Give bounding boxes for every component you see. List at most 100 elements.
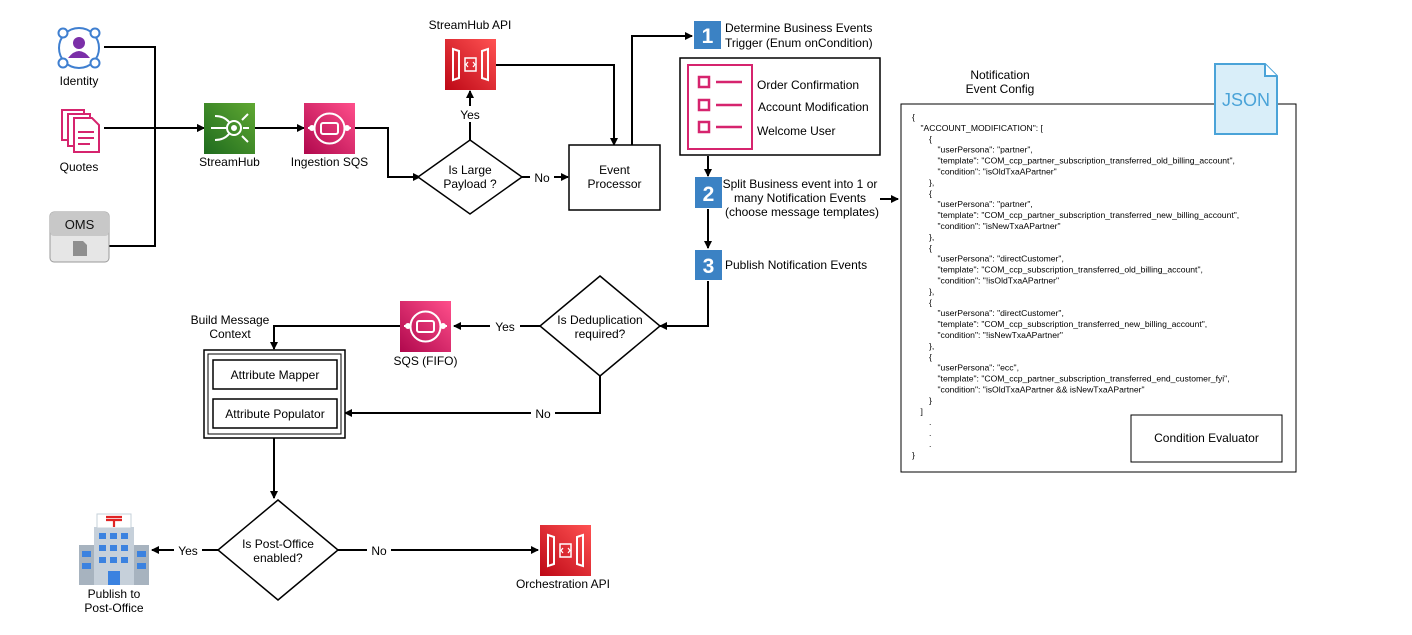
payload-label-line1: Is Large xyxy=(448,163,492,177)
checklist-icon xyxy=(697,75,742,134)
is-large-payload-decision: Is Large Payload ? xyxy=(416,139,524,215)
step-3-text: Publish Notification Events xyxy=(725,258,867,272)
event-account-modification: Account Modification xyxy=(758,100,869,114)
json-line: "ACCOUNT_MODIFICATION": [ xyxy=(921,123,1044,133)
ingestion-sqs-node: Ingestion SQS xyxy=(291,103,368,169)
json-line: "userPersona": "directCustomer", xyxy=(938,254,1064,264)
json-line: . xyxy=(929,428,931,438)
sqs-fifo-node: SQS (FIFO) xyxy=(394,301,458,368)
dedup-no-label: No xyxy=(535,407,551,421)
event-welcome-user: Welcome User xyxy=(757,124,835,138)
documents-icon xyxy=(61,109,100,153)
json-line: "template": "COM_ccp_partner_subscriptio… xyxy=(938,210,1240,220)
is-post-office-decision: Is Post-Office enabled? xyxy=(216,499,340,601)
streamhub-api-node: StreamHub API xyxy=(429,18,512,90)
edge-api-processor xyxy=(496,64,618,146)
attribute-mapper-box xyxy=(212,359,338,390)
json-line: { xyxy=(929,297,932,307)
build-context-line1: Build Message xyxy=(191,313,270,327)
dedup-yes-label: Yes xyxy=(495,320,515,334)
payload-no-label: No xyxy=(534,171,550,185)
json-line: }, xyxy=(929,341,934,351)
streamhub-label: StreamHub xyxy=(199,155,260,169)
orchestration-api-label: Orchestration API xyxy=(516,577,610,591)
json-line: }, xyxy=(929,177,934,187)
step-2-text-line3: (choose message templates) xyxy=(725,205,879,219)
event-order-confirmation: Order Confirmation xyxy=(757,78,859,92)
json-line: } xyxy=(929,395,932,405)
json-line: "template": "COM_ccp_subscription_transf… xyxy=(938,319,1208,329)
condition-evaluator-label: Condition Evaluator xyxy=(1154,431,1259,445)
notification-config-panel: Notification Event Config JSON {"ACCOUNT… xyxy=(900,63,1297,473)
step-2-text-line1: Split Business event into 1 or xyxy=(723,177,878,191)
postoffice-label-line2: enabled? xyxy=(253,551,303,565)
dedup-label-line1: Is Deduplication xyxy=(557,313,642,327)
edge-oms-streamhub xyxy=(109,128,156,247)
publish-post-office-line2: Post-Office xyxy=(84,601,143,615)
api-gateway-icon xyxy=(452,47,489,82)
postoffice-yes-label: Yes xyxy=(178,544,198,558)
file-icon xyxy=(73,241,87,256)
json-line: ] xyxy=(921,406,923,416)
json-line: "template": "COM_ccp_partner_subscriptio… xyxy=(938,156,1235,166)
identity-icon xyxy=(57,27,101,69)
json-badge-label: JSON xyxy=(1222,90,1270,110)
json-line: "userPersona": "partner", xyxy=(938,145,1033,155)
queue-icon xyxy=(404,310,447,343)
streamhub-node: StreamHub xyxy=(199,103,260,169)
step-1-number: 1 xyxy=(702,25,714,48)
edge-labels: Yes No Yes No Yes No xyxy=(174,106,555,558)
json-line: "condition": "isOldTxaAPartner && isNewT… xyxy=(938,385,1145,395)
json-line: "userPersona": "ecc", xyxy=(938,363,1019,373)
event-processor-line2: Processor xyxy=(587,177,641,191)
step-1-text-line1: Determine Business Events xyxy=(725,21,872,35)
json-line: { xyxy=(912,112,915,122)
identity-label: Identity xyxy=(60,74,99,88)
edge-processor-step1 xyxy=(631,32,693,145)
json-line: "condition": "isOldTxaAPartner" xyxy=(938,167,1057,177)
edge-dedup-context xyxy=(344,376,601,417)
json-line: "condition": "!isNewTxaAPartner" xyxy=(938,330,1063,340)
config-title-line2: Event Config xyxy=(966,82,1035,96)
event-processor-node: Event Processor xyxy=(568,144,661,211)
edge-step3-dedup xyxy=(659,281,709,330)
stream-icon xyxy=(211,113,249,143)
json-line: "userPersona": "directCustomer", xyxy=(938,308,1064,318)
condition-evaluator-box xyxy=(1130,414,1283,463)
step-1: 1 Determine Business Events Trigger (Enu… xyxy=(694,21,873,50)
json-file-icon: JSON xyxy=(1214,63,1278,135)
event-processor-line1: Event xyxy=(599,163,630,177)
json-line: }, xyxy=(929,232,934,242)
is-deduplication-decision: Is Deduplication required? xyxy=(538,275,662,377)
orchestration-api-node: Orchestration API xyxy=(516,525,610,591)
json-line: "userPersona": "partner", xyxy=(938,199,1033,209)
json-line: "condition": "!isOldTxaAPartner" xyxy=(938,276,1060,286)
json-line: { xyxy=(929,188,932,198)
json-line: { xyxy=(929,243,932,253)
json-code-block: { "ACCOUNT_MODIFICATION": [ { "userPersona"… xyxy=(912,112,1239,460)
build-context-line2: Context xyxy=(209,327,251,341)
attribute-populator-box xyxy=(212,398,338,429)
publish-post-office-line1: Publish to xyxy=(88,587,141,601)
quotes-label: Quotes xyxy=(60,160,99,174)
edge-ingestion-payload xyxy=(355,127,421,181)
json-line: } xyxy=(912,450,915,460)
step-2-number: 2 xyxy=(703,183,715,206)
dedup-label-line2: required? xyxy=(575,327,626,341)
business-events-box: Order Confirmation Account Modification … xyxy=(679,57,881,156)
streamhub-api-label: StreamHub API xyxy=(429,18,512,32)
oms-label: OMS xyxy=(65,217,95,232)
step-1-text-line2: Trigger (Enum onCondition) xyxy=(725,36,873,50)
edge-sqs-context xyxy=(270,325,400,350)
oms-node: OMS xyxy=(49,211,110,263)
publish-post-office-node: Publish to Post-Office xyxy=(79,513,149,615)
payload-label-line2: Payload ? xyxy=(443,177,497,191)
json-line: "template": "COM_ccp_partner_subscriptio… xyxy=(938,374,1230,384)
quotes-node: Quotes xyxy=(60,109,100,174)
build-message-context-node: Build Message Context Attribute Mapper A… xyxy=(191,313,346,439)
step-2: 2 Split Business event into 1 or many No… xyxy=(695,177,879,219)
sqs-fifo-label: SQS (FIFO) xyxy=(394,354,458,368)
json-line: . xyxy=(929,439,931,449)
step-3-number: 3 xyxy=(703,255,715,278)
edge-identity-streamhub xyxy=(104,46,205,132)
